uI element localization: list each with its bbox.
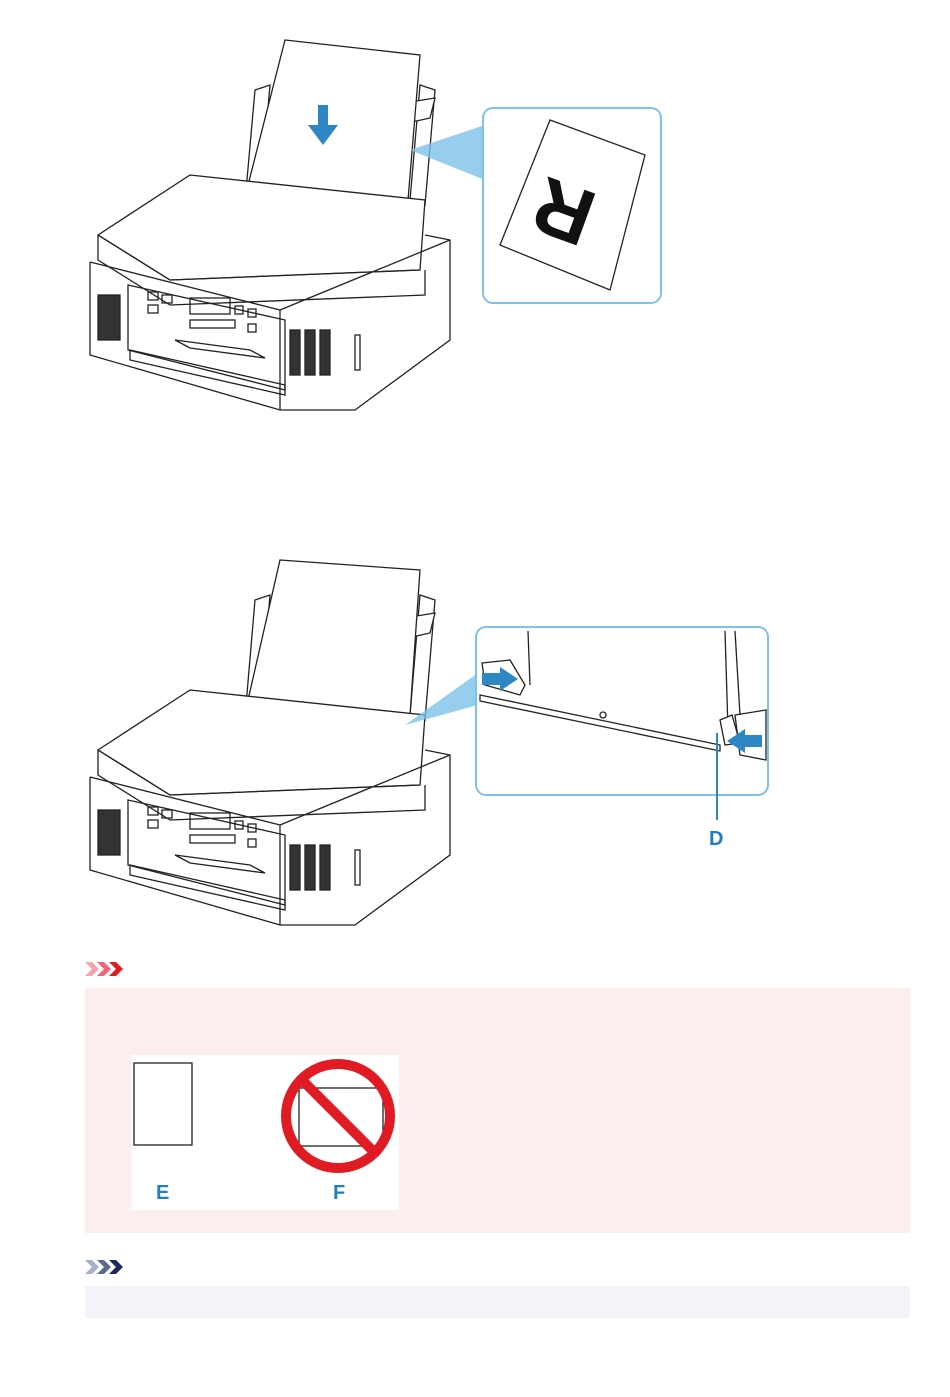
printer-paper-guide-svg [80,555,780,935]
printer-paper-guide-illustration: D [80,555,780,935]
note-chevrons-icon [85,1258,133,1281]
callout-label-d: D [709,828,723,851]
important-chevrons-icon [85,960,133,983]
note-box [85,1286,910,1318]
label-e: E [156,1182,169,1205]
paper-orientation-figure: E F [131,1055,399,1210]
printer-load-paper-illustration: R [80,30,670,420]
prohibited-landscape-icon [286,1064,390,1168]
label-f: F [333,1182,345,1205]
portrait-paper-icon [134,1063,192,1145]
